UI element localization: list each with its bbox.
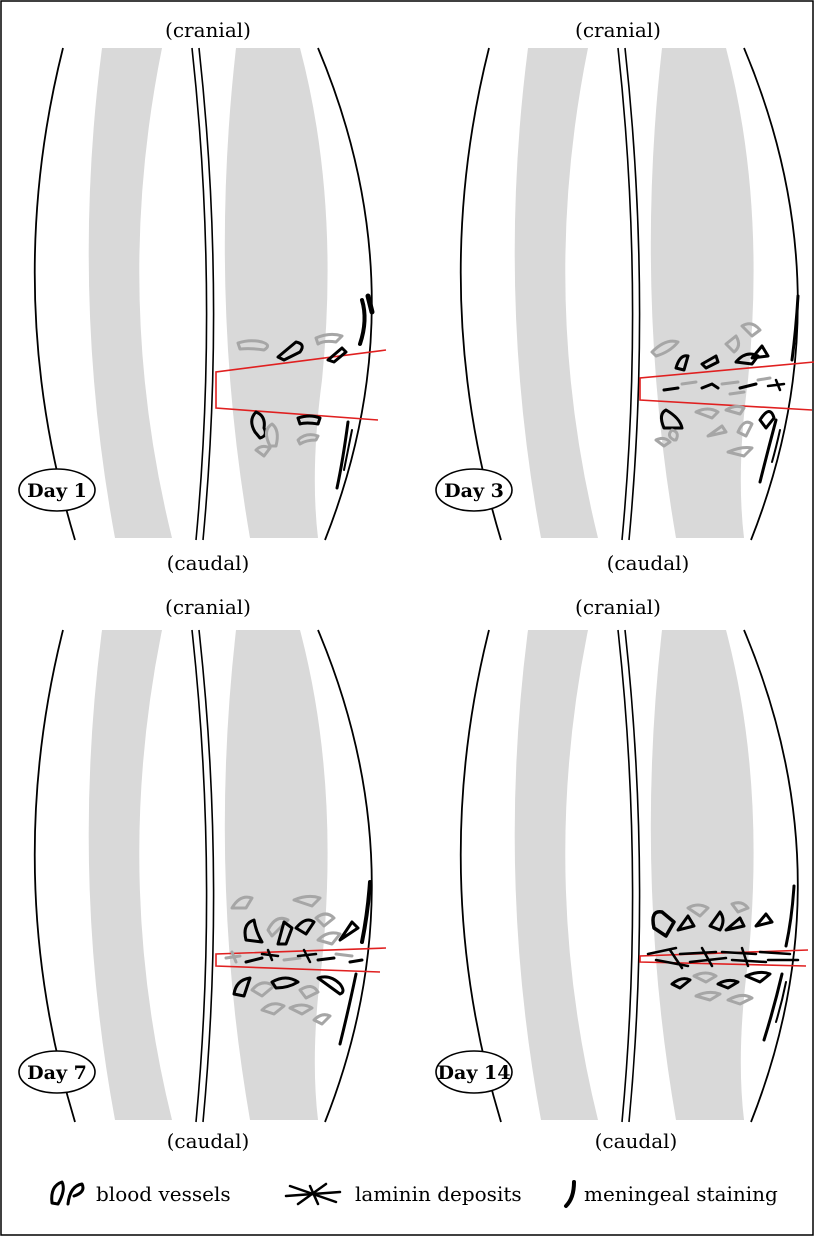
blood-vessels-legend-label: blood vessels: [96, 1182, 231, 1206]
blood-vessels-legend-icon: [52, 1182, 83, 1204]
meningeal-staining: [337, 296, 372, 488]
day-label: Day 14: [438, 1062, 511, 1084]
laminin-deposits-legend-icon: [286, 1184, 340, 1204]
panel-day-7: (cranial) (caudal): [19, 595, 386, 1122]
cranial-label: (cranial): [165, 595, 251, 619]
legend: blood vessels laminin deposits meningeal…: [52, 1182, 778, 1206]
cranial-label: (cranial): [575, 595, 661, 619]
laminin-deposits-legend-label: laminin deposits: [355, 1182, 522, 1206]
panel-day-14: (cranial): [436, 595, 808, 1122]
caudal-label-day-7: (caudal): [167, 1129, 250, 1153]
panel-day-1: (cranial) (caudal) Day 1: [19, 18, 386, 575]
caudal-label-day-14: (caudal): [595, 1129, 678, 1153]
cranial-label: (cranial): [575, 18, 661, 42]
spinal-cord-outline: [461, 630, 798, 1122]
panel-day-3: (cranial) (caudal): [436, 18, 814, 575]
day-label: Day 3: [444, 480, 504, 502]
spinal-cord-outline: [35, 630, 372, 1122]
meningeal-staining: [764, 886, 794, 1040]
meningeal-staining-legend-icon: [566, 1182, 574, 1206]
cranial-label: (cranial): [165, 18, 251, 42]
caudal-label: (caudal): [607, 551, 690, 575]
spinal-cord-outline: [35, 48, 372, 540]
meningeal-staining-legend-label: meningeal staining: [584, 1182, 778, 1206]
caudal-label: (caudal): [167, 551, 250, 575]
day-label: Day 7: [27, 1062, 87, 1084]
day-label: Day 1: [27, 480, 87, 502]
spinal-cord-outline: [461, 48, 798, 540]
meningeal-staining: [340, 882, 370, 1044]
